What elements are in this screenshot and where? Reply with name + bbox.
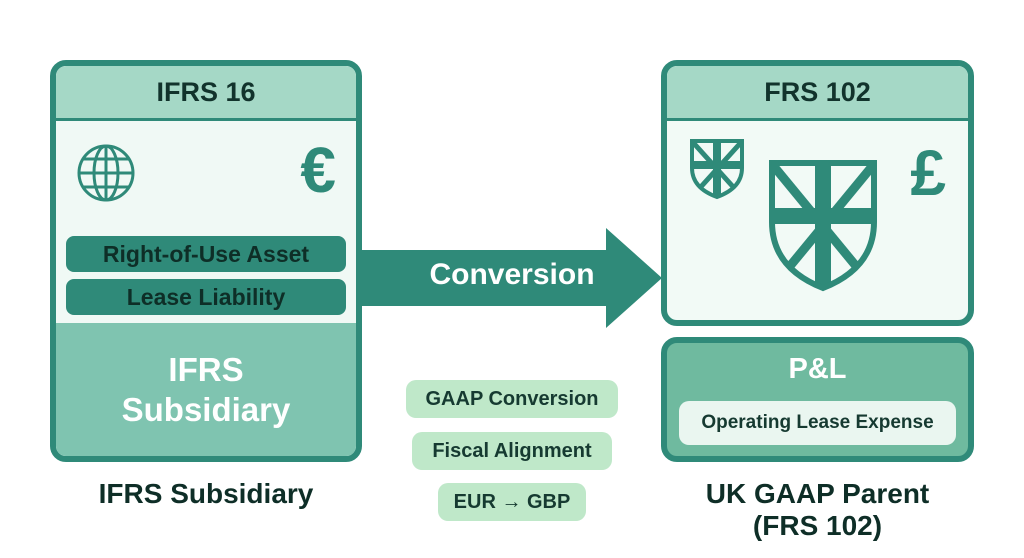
gaap-conversion-chip: GAAP Conversion bbox=[406, 380, 618, 418]
small-uk-shield-icon bbox=[690, 139, 744, 200]
frs102-card: FRS 102 £ bbox=[661, 60, 974, 326]
pl-card: P&L Operating Lease Expense bbox=[661, 337, 974, 462]
conversion-arrow bbox=[340, 228, 662, 328]
globe-icon bbox=[77, 144, 135, 202]
right-of-use-asset-pill: Right-of-Use Asset bbox=[66, 236, 346, 272]
right-caption-line2: (FRS 102) bbox=[752, 510, 883, 541]
pound-icon: £ bbox=[910, 137, 946, 209]
ifrs-subsidiary-card: IFRS 16 € Right-of-Use Asset Lease Liabi… bbox=[50, 60, 362, 462]
conversion-label: Conversion bbox=[429, 258, 595, 291]
ifrs-subsidiary-line1: IFRS bbox=[168, 350, 244, 388]
operating-lease-expense-pill: Operating Lease Expense bbox=[679, 401, 956, 445]
ifrs-subsidiary-line2: Subsidiary bbox=[121, 390, 291, 428]
pl-title: P&L bbox=[788, 353, 847, 385]
ifrs-subsidiary-label: IFRS Subsidiary bbox=[56, 323, 356, 456]
ifrs-card-body: € Right-of-Use Asset Lease Liability bbox=[56, 121, 356, 323]
lease-liability-pill: Lease Liability bbox=[66, 279, 346, 315]
ifrs16-header: IFRS 16 bbox=[56, 66, 356, 121]
left-caption: IFRS Subsidiary bbox=[98, 478, 314, 509]
euro-icon: € bbox=[300, 134, 336, 206]
frs102-header: FRS 102 bbox=[667, 66, 968, 121]
eur-gbp-chip: EUR → GBP bbox=[438, 483, 586, 521]
right-caption: UK GAAP Parent (FRS 102) bbox=[661, 478, 974, 542]
right-caption-line1: UK GAAP Parent bbox=[705, 478, 930, 509]
fiscal-alignment-chip: Fiscal Alignment bbox=[412, 432, 612, 470]
large-uk-shield-icon bbox=[769, 160, 877, 292]
